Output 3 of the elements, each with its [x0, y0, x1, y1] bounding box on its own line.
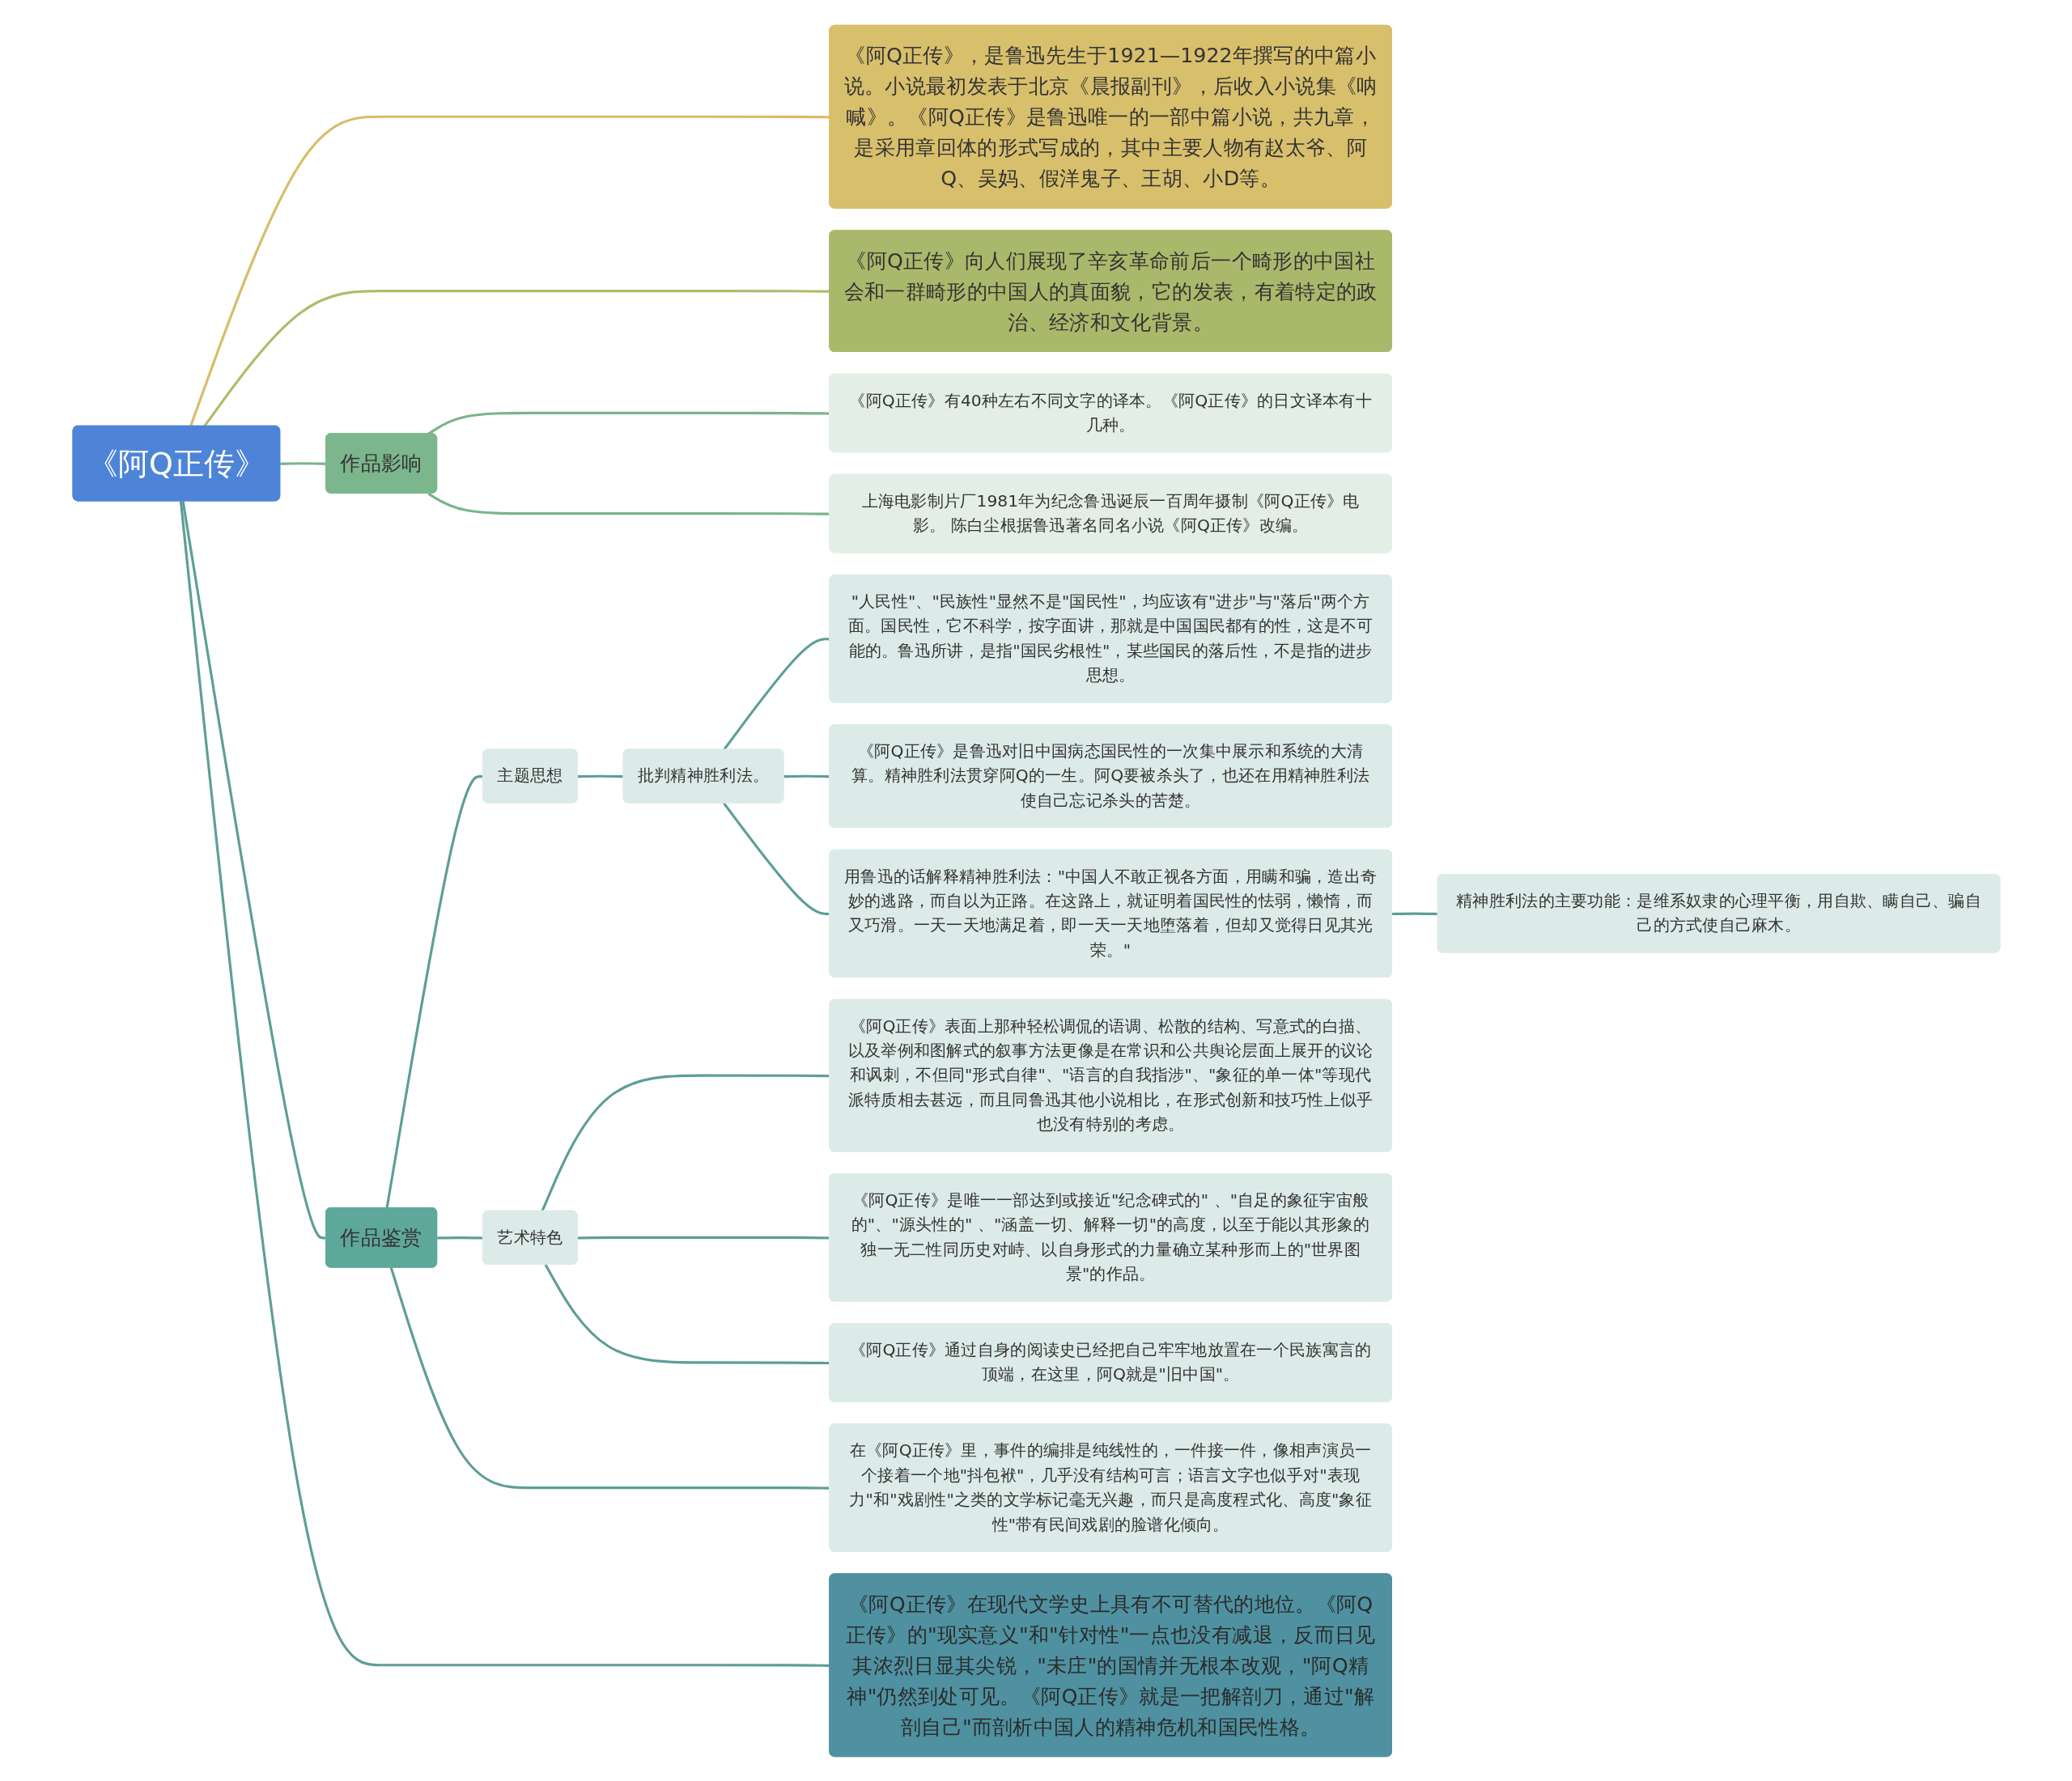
connector	[279, 461, 326, 465]
connector	[384, 774, 483, 1208]
connector	[436, 1236, 483, 1240]
